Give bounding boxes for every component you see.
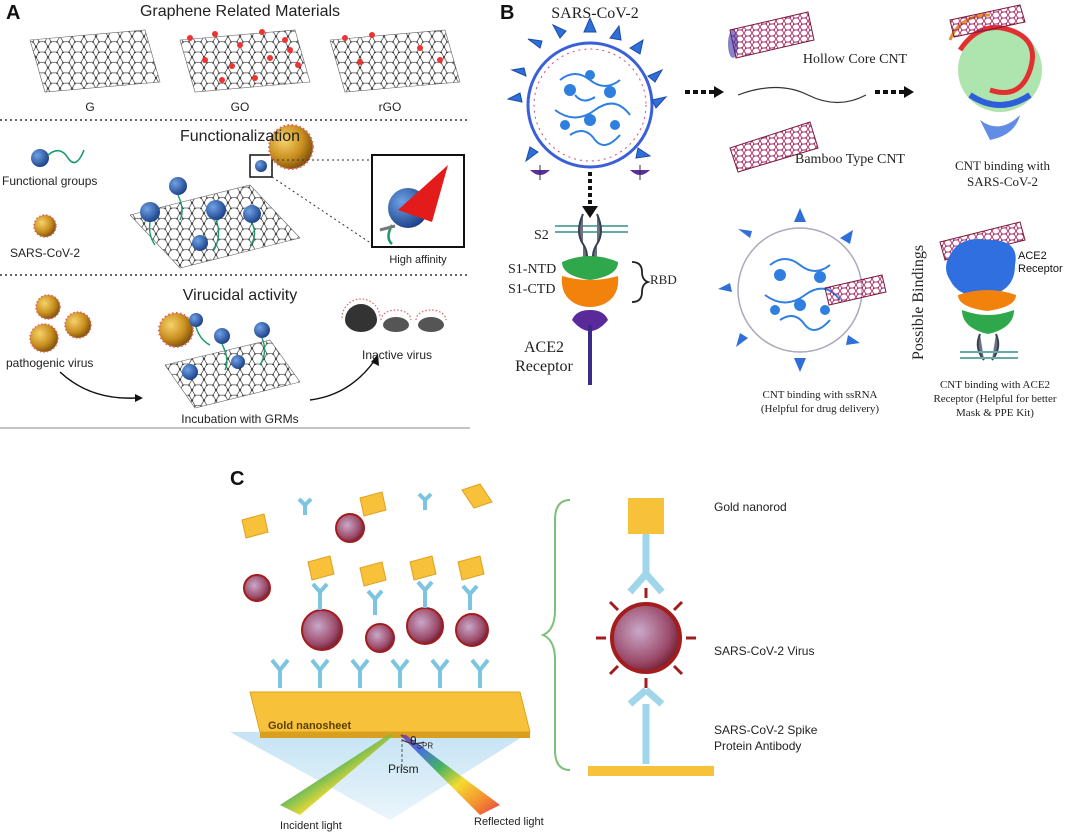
label-s1-ntd: S1-NTD [508, 262, 557, 277]
label-inactive-virus: Inactive virus [362, 348, 433, 362]
label-high-affinity: High affinity [389, 254, 447, 266]
pathogenic-viruses-icon [29, 294, 92, 353]
label-cnt-binding-virus: CNT binding with SARS-CoV-2 [935, 158, 1070, 190]
arrow-to-incubation [59, 371, 136, 399]
label-rgo: rGO [378, 100, 402, 114]
ssrna-binding-diagram [718, 208, 887, 372]
arrow-to-inactive [309, 359, 376, 401]
virucidal-title: Virucidal activity [182, 287, 298, 304]
label-hollow-cnt: Hollow Core CNT [802, 52, 908, 67]
label-ace2-receptor: ACE2 Receptor [504, 338, 584, 376]
hollow-core-cnt [728, 11, 815, 59]
grm-title: Graphene Related Materials [139, 3, 341, 20]
panel-b-letter: B [500, 2, 515, 24]
ace2-small-line1: ACE2 [1018, 250, 1047, 262]
ssrna-binding-line1: CNT binding with ssRNA [762, 389, 878, 401]
label-s1-ctd: S1-CTD [508, 282, 556, 297]
bracket [540, 499, 571, 771]
label-pathogenic-virus: pathogenic virus [6, 356, 94, 370]
label-go: GO [230, 100, 250, 114]
sars-cov-2-virus-diagram [506, 16, 668, 180]
ace2-binding-line1: CNT binding with ACE2 [939, 379, 1051, 391]
label-s2: S2 [534, 228, 549, 243]
functional-group-icon [31, 149, 85, 167]
inactive-virus-icon [341, 298, 447, 332]
virus-small-icon [33, 214, 57, 238]
nanorods-c [241, 483, 493, 587]
label-rbd: RBD [650, 272, 677, 287]
antibody-line2: Protein Antibody [714, 739, 802, 753]
theta-sub: SPR [416, 741, 434, 751]
graphene-sheet-g [29, 29, 161, 93]
label-virus-c: SARS-CoV-2 Virus [714, 644, 815, 658]
functionalized-sheet [129, 124, 373, 269]
functionalization-title: Functionalization [179, 128, 301, 145]
cnt-binding-virus-line2: SARS-CoV-2 [966, 174, 1039, 189]
ace2-small-line2: Receptor [1018, 263, 1063, 275]
label-possible-bindings: Possible Bindings [910, 244, 927, 360]
antibody-line1: SARS-CoV-2 Spike [714, 723, 818, 737]
sensor-detail [588, 498, 714, 776]
label-gold-nanorod: Gold nanorod [714, 500, 787, 514]
graphene-sheet-rgo [329, 29, 461, 93]
panel-a-graphics [0, 29, 470, 429]
label-ace2-receptor-small: ACE2 Receptor [1018, 250, 1063, 276]
ace2-line1: ACE2 [524, 339, 564, 356]
sars-cov-2-title: SARS-CoV-2 [551, 5, 639, 22]
ace2-binding-line3: Mask & PPE Kit) [956, 407, 1034, 419]
graphene-sheet-go [179, 29, 311, 93]
viruses-c [243, 513, 489, 653]
incubation-sheet [158, 312, 301, 409]
panel-b-graphics [506, 4, 1042, 385]
ssrna-binding-line2: (Helpful for drug delivery) [760, 403, 880, 415]
panel-a-letter: A [6, 2, 21, 24]
bamboo-cnt [729, 121, 819, 173]
ace2-line2: Receptor [515, 358, 573, 375]
ace2-binding-line2: Receptor (Helpful for better [933, 393, 1057, 405]
label-ace2-binding: CNT binding with ACE2 Receptor (Helpful … [920, 378, 1070, 420]
label-bamboo-cnt: Bamboo Type CNT [795, 152, 905, 167]
cnt-binding-virus-line1: CNT binding with [954, 158, 1051, 173]
label-incubation: Incubation with GRMs [181, 412, 299, 426]
label-g: G [85, 100, 95, 114]
label-gold-nanosheet: Gold nanosheet [268, 720, 352, 732]
spike-protein-diagram [555, 213, 651, 385]
high-affinity-inset [371, 154, 465, 248]
label-theta: θSPR [410, 734, 433, 750]
panel-c-graphics [230, 483, 714, 820]
cnt-protein-complex [948, 4, 1042, 140]
prism-shape [230, 732, 530, 820]
label-sars-cov-2-a: SARS-CoV-2 [10, 246, 81, 260]
label-ssrna-binding: CNT binding with ssRNA (Helpful for drug… [735, 388, 905, 416]
label-antibody: SARS-CoV-2 Spike Protein Antibody [714, 722, 817, 754]
theta-symbol: θ [410, 734, 417, 748]
label-reflected-light: Reflected light [474, 816, 544, 828]
ace2-binding-diagram [939, 221, 1026, 361]
incident-light-beam [280, 735, 394, 815]
reflected-light-beam [400, 735, 500, 815]
label-incident-light: Incident light [280, 820, 342, 832]
panel-c-letter: C [230, 468, 245, 490]
label-prism: Prism [388, 762, 419, 776]
antibodies-row [270, 658, 490, 688]
label-functional-groups: Functional groups [2, 174, 98, 188]
